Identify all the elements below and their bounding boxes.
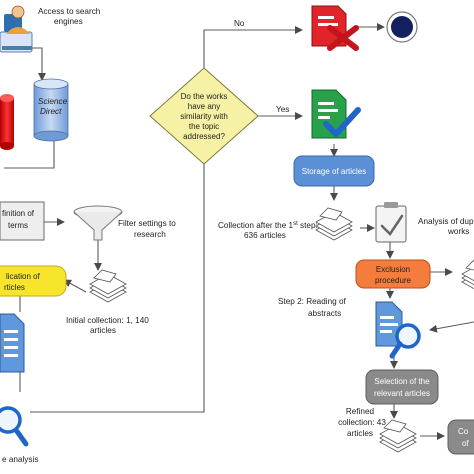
initial-collection-label-line2: articles [90,326,116,335]
filter-label-line2: research [134,230,166,239]
approved-document-icon [311,89,361,139]
abstract-magnifier-icon [389,323,421,359]
decision-label-line5: addressed? [183,132,225,141]
exclusion-label-line2: procedure [375,276,412,285]
refined-label-line2: collection: 43 [338,418,386,427]
analysis-bottom-left-label: e analysis [2,455,38,464]
science-direct-database-icon [33,78,69,142]
decision-label-line1: Do the works [181,92,228,101]
end-node [386,11,418,43]
excluded-document-stack-icon [461,259,474,293]
document-icon [0,313,25,373]
exclusion-label-line1: Exclusion [376,265,410,274]
decision-label-line3: similarity with [180,112,228,121]
refined-label-line3: articles [347,429,373,438]
database-icon [0,94,14,150]
filter-label-line1: Filter settings to [118,219,176,228]
refined-label-line1: Refined [346,407,375,416]
collection-first-document-stack-icon [315,207,353,241]
rejected-document-icon [311,5,359,51]
funnel-icon [73,205,123,241]
collection-first-label-line2: 636 articles [244,231,286,240]
analysis-dup-label-line1: Analysis of dup [418,217,474,226]
selection-relevant-articles-node [365,369,439,405]
step2-label-line1: Step 2: Reading of [278,297,347,306]
definition-label-line1: finition of [2,209,35,218]
science-direct-label-line1: Science [38,97,68,106]
initial-collection-document-stack-icon [89,269,127,303]
definition-label-line2: terms [8,221,28,230]
yes-branch-label: Yes [276,105,289,114]
storage-of-articles-node [293,155,375,187]
exclusion-procedure-node [355,259,431,289]
collection-first-label-line1: Collection after the 1st step: [218,221,318,230]
application-label-line1: lication of [6,272,41,281]
definition-of-terms-node [0,201,45,241]
selection-label-line1: Selection of the [374,377,430,386]
conclusion-node [447,419,474,455]
decision-label-line4: the topic [189,122,219,131]
conclusion-label-line2: of [462,439,469,448]
access-label-line2: engines [54,17,83,26]
decision-label-line2: have any [188,102,220,111]
initial-collection-label-line1: Initial collection: 1, 140 [66,316,149,325]
analysis-dup-label-line2: works [447,227,469,236]
step2-label-line2: abstracts [308,309,341,318]
application-of-articles-node [0,265,67,297]
clipboard-check-icon [375,202,407,243]
selection-label-line2: relevant articles [374,389,430,398]
conclusion-label-line1: Co [458,427,469,436]
application-label-line2: rticles [4,283,25,292]
magnifier-icon [0,406,29,447]
no-branch-label: No [234,19,245,28]
access-label-line1: Access to search [38,7,101,16]
similarity-decision-node [149,67,259,165]
connector-lines [4,23,474,440]
user-at-computer-icon [0,5,33,53]
science-direct-label-line2: Direct [40,107,62,116]
storage-label: Storage of articles [302,167,366,176]
